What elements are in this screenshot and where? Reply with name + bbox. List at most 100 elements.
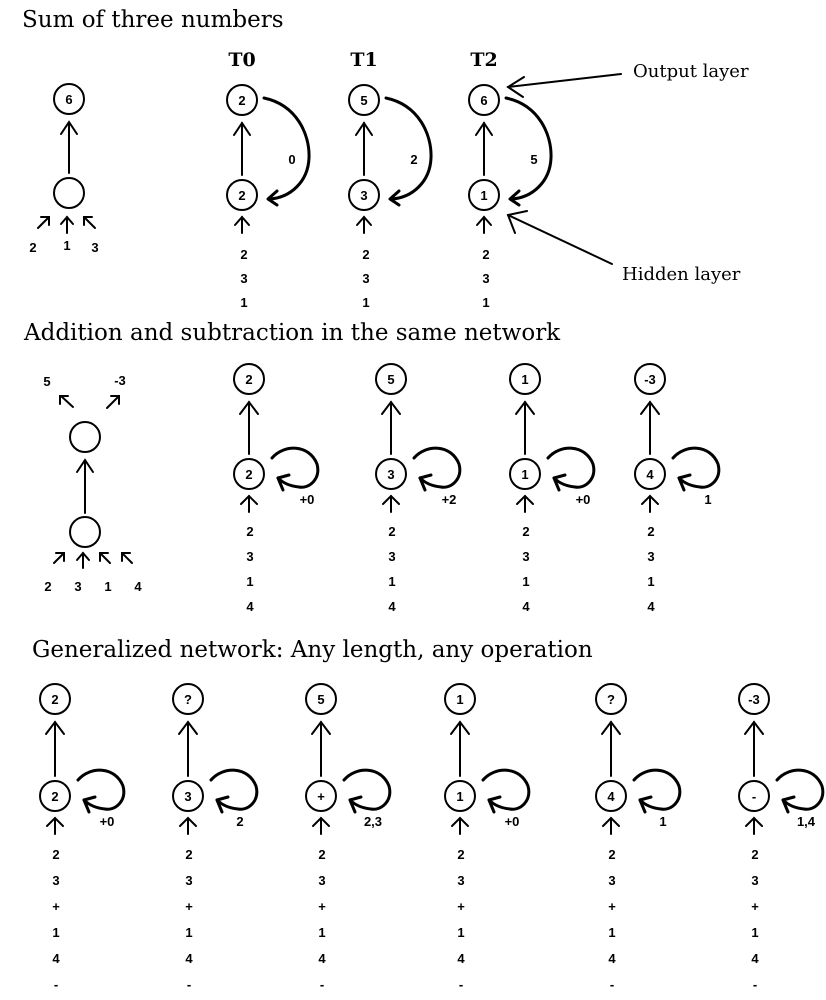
hidden-node bbox=[305, 780, 337, 812]
arrowhead-icon bbox=[418, 473, 433, 492]
self-loop-icon bbox=[632, 768, 682, 811]
recurrent-value: 1 bbox=[659, 814, 666, 829]
sequence-value: 4 bbox=[751, 951, 759, 966]
output-node bbox=[172, 683, 204, 715]
input-value: 2 bbox=[29, 240, 36, 255]
sequence-value: - bbox=[753, 977, 757, 992]
arrowhead-icon bbox=[215, 795, 230, 814]
hidden-node-value: 1 bbox=[521, 467, 528, 482]
arrowhead-icon bbox=[506, 76, 525, 98]
output-node bbox=[375, 363, 407, 395]
sequence-value: - bbox=[610, 977, 614, 992]
arrowhead-icon bbox=[781, 795, 796, 814]
output-node bbox=[509, 363, 541, 395]
output-value: 5 bbox=[43, 374, 50, 389]
sequence-value: 2 bbox=[52, 847, 59, 862]
sequence-value: 4 bbox=[608, 951, 616, 966]
hidden-node bbox=[53, 177, 85, 209]
arrowhead-icon bbox=[276, 473, 291, 492]
sequence-value: 2 bbox=[608, 847, 615, 862]
hidden-node bbox=[233, 458, 265, 490]
output-layer-label: Output layer bbox=[633, 61, 749, 82]
hidden-layer-label: Hidden layer bbox=[622, 264, 741, 285]
arrowhead-icon bbox=[450, 720, 470, 735]
output-node-value: -3 bbox=[644, 372, 656, 387]
timestep: 11+023+14- bbox=[444, 683, 531, 992]
self-loop-icon bbox=[412, 446, 462, 489]
output-node bbox=[39, 683, 71, 715]
timestep-label: T0 bbox=[228, 49, 255, 71]
timestep-label: T2 bbox=[470, 49, 497, 71]
hidden-node-value: 2 bbox=[51, 789, 58, 804]
sequence-value: 3 bbox=[240, 271, 247, 286]
output-node bbox=[595, 683, 627, 715]
self-loop-icon bbox=[342, 768, 392, 811]
arrowhead-icon bbox=[601, 720, 621, 735]
sequence-value: + bbox=[457, 899, 465, 914]
recurrent-value: +2 bbox=[442, 492, 457, 507]
input-value: 4 bbox=[134, 579, 142, 594]
hidden-node-value: 3 bbox=[360, 188, 367, 203]
sequence-value: 1 bbox=[185, 925, 192, 940]
arrowhead-icon bbox=[348, 795, 363, 814]
sequence-value: 1 bbox=[362, 295, 369, 310]
recurrent-value: +0 bbox=[505, 814, 520, 829]
sequence-value: 1 bbox=[318, 925, 325, 940]
hidden-node-value: 1 bbox=[480, 188, 487, 203]
recurrent-value: 1 bbox=[704, 492, 711, 507]
sequence-value: 3 bbox=[318, 873, 325, 888]
arrowhead-icon bbox=[744, 720, 764, 735]
sequence-value: 2 bbox=[647, 524, 654, 539]
hidden-node bbox=[172, 780, 204, 812]
timestep: -3-1,423+14- bbox=[738, 683, 825, 992]
recurrent-arrow-icon bbox=[504, 96, 553, 201]
arrowhead-icon bbox=[475, 121, 493, 136]
generalized-timesteps: 22+023+14-?3223+14-5+2,323+14-11+023+14-… bbox=[39, 683, 825, 992]
output-node bbox=[444, 683, 476, 715]
sequence-value: - bbox=[54, 977, 58, 992]
sequence-value: 4 bbox=[457, 951, 465, 966]
sequence-value: 3 bbox=[185, 873, 192, 888]
sequence-value: 2 bbox=[185, 847, 192, 862]
pointer-arrow-icon bbox=[507, 214, 613, 265]
output-node-value: ? bbox=[184, 692, 192, 707]
output-node bbox=[53, 83, 85, 115]
sequence-value: 3 bbox=[608, 873, 615, 888]
hidden-node bbox=[39, 780, 71, 812]
output-node-value: 1 bbox=[521, 372, 528, 387]
sequence-value: 2 bbox=[482, 247, 489, 262]
arrowhead-icon bbox=[60, 120, 78, 135]
arrowhead-icon bbox=[355, 121, 373, 136]
sequence-value: + bbox=[608, 899, 616, 914]
hidden-node bbox=[226, 179, 258, 211]
arrowhead-icon bbox=[311, 720, 331, 735]
self-loop-icon bbox=[775, 768, 825, 811]
heading-add-subtract: Addition and subtraction in the same net… bbox=[23, 320, 561, 346]
hidden-node-value: - bbox=[752, 789, 756, 804]
sequence-value: 1 bbox=[608, 925, 615, 940]
hidden-node bbox=[468, 179, 500, 211]
sequence-value: 3 bbox=[482, 271, 489, 286]
self-loop-icon bbox=[671, 446, 721, 489]
recurrent-value: +0 bbox=[300, 492, 315, 507]
hidden-node-value: 3 bbox=[184, 789, 191, 804]
arrowhead-icon bbox=[82, 795, 97, 814]
arrowhead-icon bbox=[45, 720, 65, 735]
hidden-node-value: 4 bbox=[646, 467, 654, 482]
sequence-value: 3 bbox=[52, 873, 59, 888]
output-node-value: 5 bbox=[360, 93, 367, 108]
sequence-value: + bbox=[52, 899, 60, 914]
sequence-value: 3 bbox=[647, 549, 654, 564]
output-node-value: 6 bbox=[480, 93, 487, 108]
arrowhead-icon bbox=[178, 720, 198, 735]
arrowhead-icon bbox=[638, 795, 653, 814]
sequence-value: 2 bbox=[246, 524, 253, 539]
